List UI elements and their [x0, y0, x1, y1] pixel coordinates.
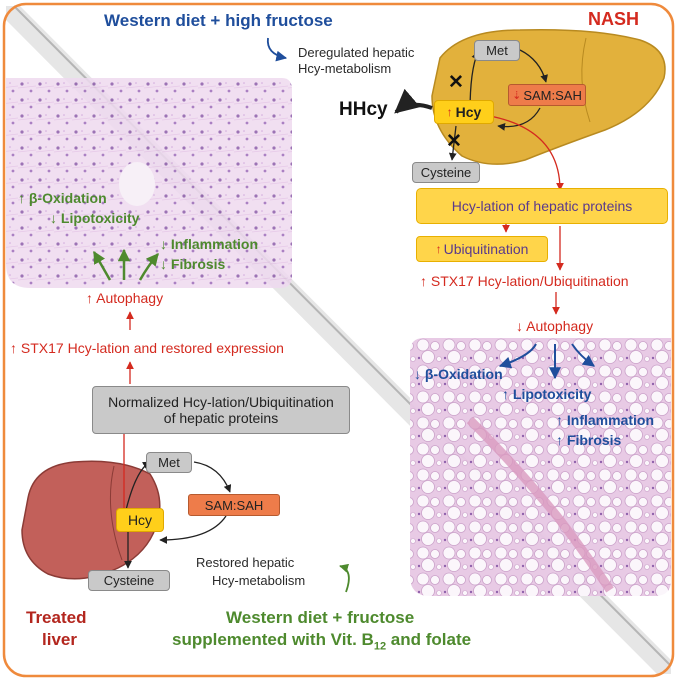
lipotoxicity-bottom-label: Lipotoxicity [60, 210, 140, 226]
stx17-top: ↑ STX17 Hcy-lation/Ubiquitination [420, 273, 629, 289]
nash-met-box: Met [474, 40, 520, 61]
nash-sam-sah-label: SAM:SAH [523, 87, 582, 103]
autophagy-down-arrow-icon: ↓ [516, 318, 523, 334]
stx17-bottom-arrow-icon: ↑ [10, 340, 17, 356]
healthy-vein [119, 162, 155, 206]
fatty-tissue-panel [410, 338, 671, 596]
beta-oxidation-bottom: ↑ β-Oxidation [18, 190, 107, 206]
hcy-up-arrow-icon: ↑ [446, 105, 453, 119]
normalized-box: Normalized Hcy-lation/Ubiquitination of … [92, 386, 350, 434]
fibrosis-top: ↑ Fibrosis [556, 432, 621, 448]
autophagy-top: ↓ Autophagy [516, 318, 593, 334]
nash-label: NASH [588, 9, 640, 29]
nash-hcy-box: ↑ Hcy [434, 100, 494, 124]
fibrosis-bottom: ↓ Fibrosis [160, 256, 225, 272]
ubiquitination-box: ↑ Ubiquitination [416, 236, 548, 262]
inflammation-bottom-label: Inflammation [170, 236, 259, 252]
ubiquitination-up-arrow-icon: ↑ [435, 242, 442, 256]
block-cross-icon-2: ✕ [446, 131, 462, 152]
fibrosis-top-label: Fibrosis [566, 432, 622, 448]
fibrosis-bottom-down-arrow-icon: ↓ [160, 256, 167, 272]
inflammation-top-label: Inflammation [566, 412, 655, 428]
lipo-up-arrow-icon: ↑ [502, 386, 509, 402]
treated-cysteine-box: Cysteine [88, 570, 170, 591]
beta-down-arrow-icon: ↓ [414, 366, 421, 382]
lipotoxicity-top: ↑ Lipotoxicity [502, 386, 591, 402]
inflam-bottom-down-arrow-icon: ↓ [160, 236, 167, 252]
beta-oxidation-bottom-label: β-Oxidation [28, 190, 107, 206]
sam-sah-down-arrow-icon: ⇣ [512, 89, 522, 102]
treated-met-box: Met [146, 452, 192, 473]
stx17-top-label: STX17 Hcy-lation/Ubiquitination [430, 273, 629, 289]
autophagy-bottom-up-arrow-icon: ↑ [86, 290, 93, 306]
stx17-bottom-label: STX17 Hcy-lation and restored expression [20, 340, 284, 356]
nash-sam-sah-box: ⇣ SAM:SAH [508, 84, 586, 106]
inflam-up-arrow-icon: ↑ [556, 412, 563, 428]
title-curved-arrow-icon [266, 37, 288, 62]
lipotoxicity-top-label: Lipotoxicity [512, 386, 592, 402]
autophagy-bottom: ↑ Autophagy [86, 290, 163, 306]
diet-line2-prefix: supplemented with Vit. B [172, 630, 374, 649]
hcylation-hepatic-box: Hcy-lation of hepatic proteins [416, 188, 668, 224]
autophagy-bottom-label: Autophagy [96, 290, 164, 306]
treated-hcy-box: Hcy [116, 508, 164, 532]
fibrosis-bottom-label: Fibrosis [170, 256, 226, 272]
inflammation-bottom: ↓ Inflammation [160, 236, 258, 252]
treated-line2: liver [42, 630, 77, 649]
deregulated-line1: Deregulated hepatic [298, 45, 415, 60]
top-title: Western diet + high fructose [104, 11, 333, 30]
lipotoxicity-bottom: ↓ Lipotoxicity [50, 210, 139, 226]
diet-line2-sub: 12 [373, 640, 387, 653]
autophagy-top-label: Autophagy [526, 318, 594, 334]
restored-line1: Restored hepatic [196, 555, 295, 570]
stx17-up-arrow-icon: ↑ [420, 273, 427, 289]
hhcy-label: HHcy [339, 99, 388, 120]
deregulated-line2: Hcy-metabolism [298, 61, 392, 76]
restored-line2: Hcy-metabolism [212, 573, 306, 588]
nash-hcy-label: Hcy [455, 104, 482, 120]
beta-oxidation-top: ↓ β-Oxidation [414, 366, 503, 382]
block-cross-icon-1: ✕ [448, 72, 464, 93]
nash-cysteine-box: Cysteine [412, 162, 480, 183]
green-curved-arrow-icon [339, 563, 350, 593]
treated-sam-sah-box: SAM:SAH [188, 494, 280, 516]
ubiquitination-label: Ubiquitination [443, 241, 529, 257]
beta-oxidation-top-label: β-Oxidation [424, 366, 503, 382]
lipo-bottom-down-arrow-icon: ↓ [50, 210, 57, 226]
diet-line2-suffix: and folate [386, 630, 472, 649]
beta-bottom-up-arrow-icon: ↑ [18, 190, 25, 206]
normalized-line1: Normalized Hcy-lation/Ubiquitination [108, 394, 334, 410]
diet-line1: Western diet + fructose [226, 608, 415, 627]
hhcy-arrow-icon [394, 88, 433, 114]
normalized-line2: of hepatic proteins [163, 410, 279, 426]
stx17-bottom: ↑ STX17 Hcy-lation and restored expressi… [10, 340, 284, 356]
treated-line1: Treated [26, 608, 87, 627]
diet-line2: supplemented with Vit. B12 and folate [172, 630, 471, 653]
hcylation-hepatic-label: Hcy-lation of hepatic proteins [451, 198, 633, 214]
inflammation-top: ↑ Inflammation [556, 412, 654, 428]
fibrosis-up-arrow-icon: ↑ [556, 432, 563, 448]
